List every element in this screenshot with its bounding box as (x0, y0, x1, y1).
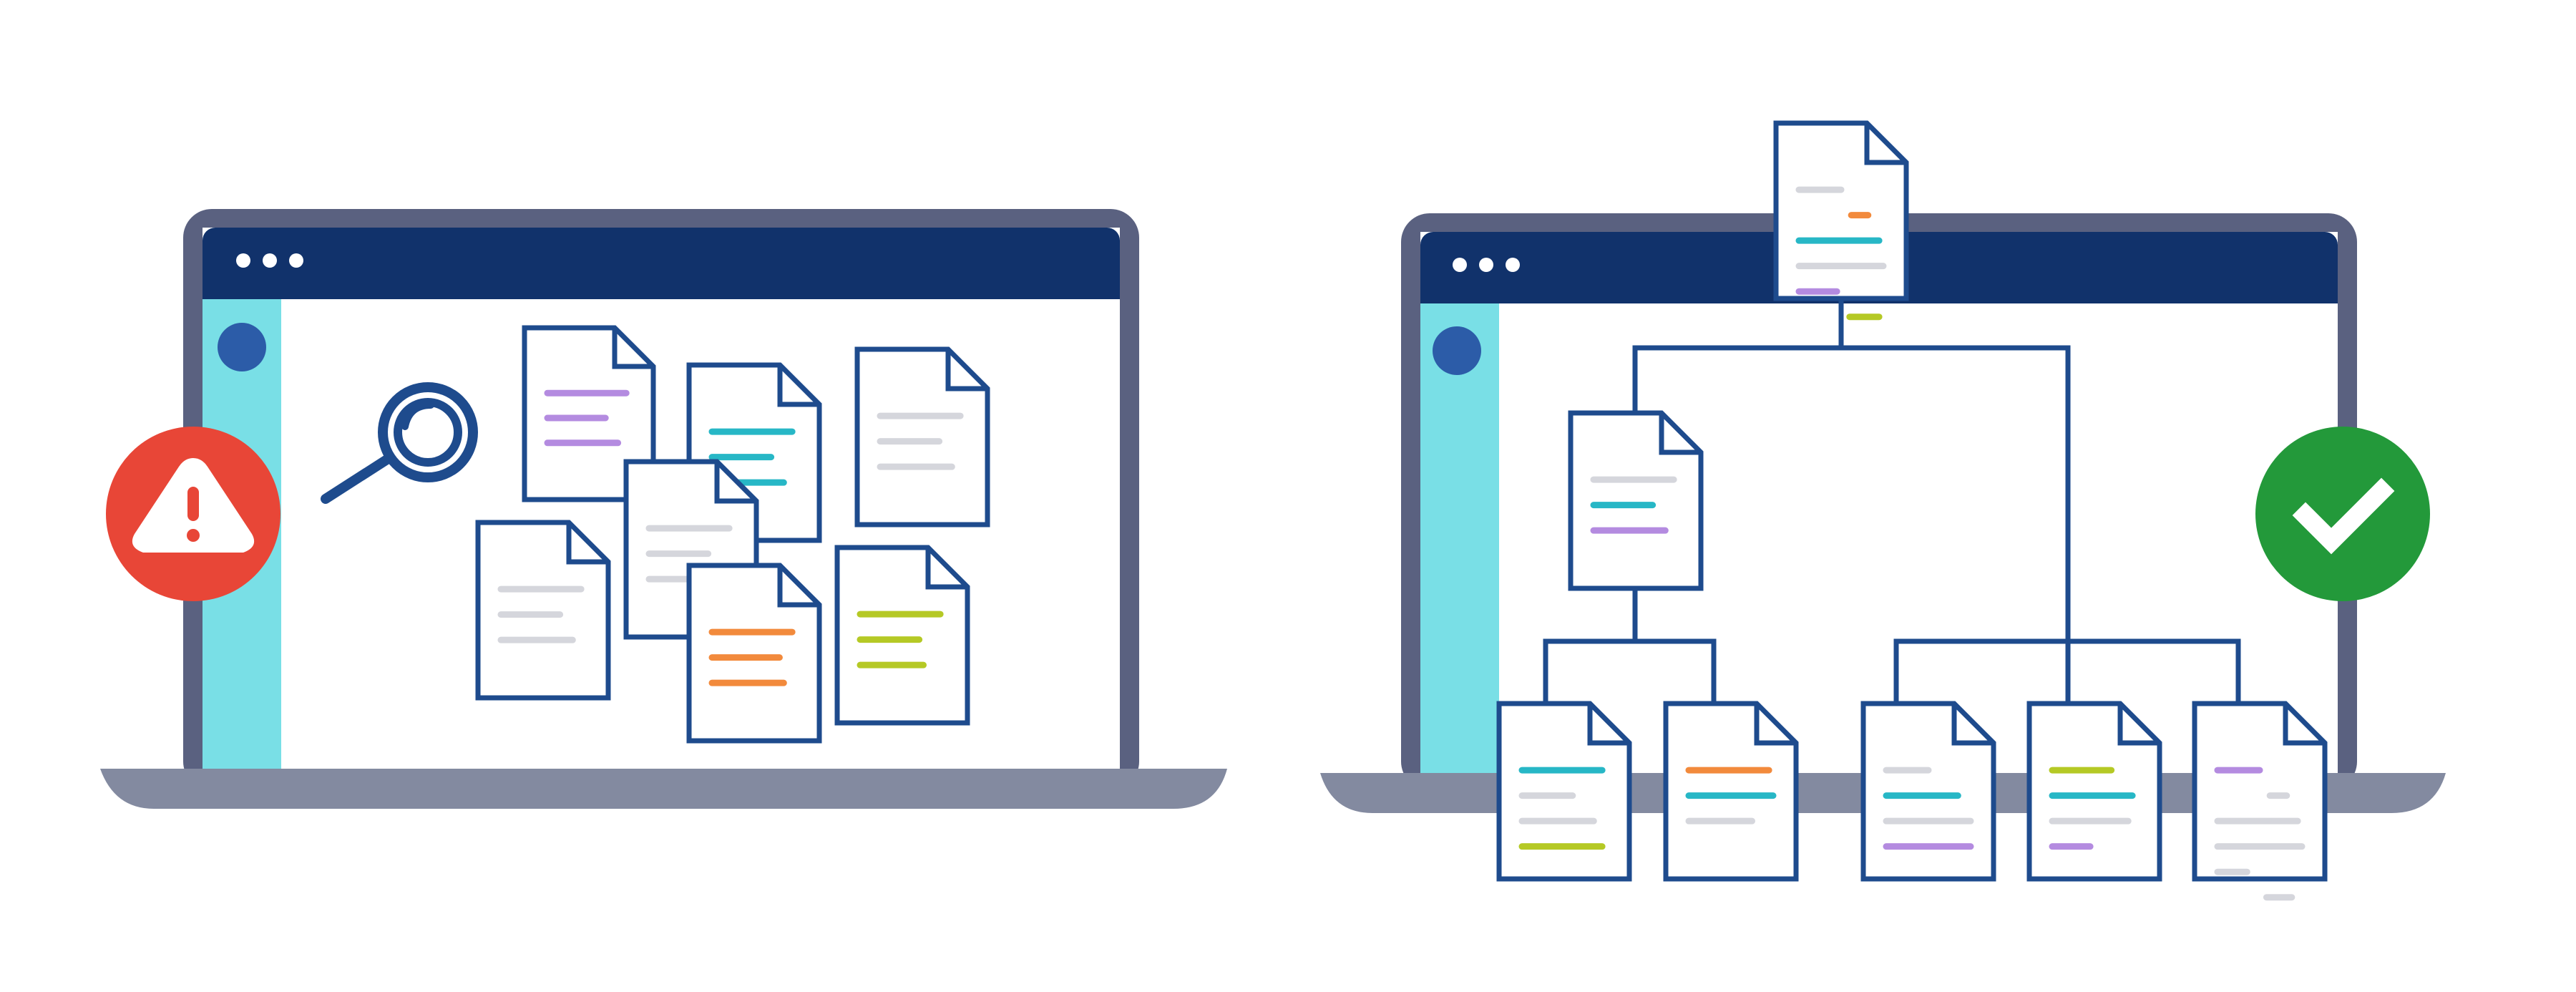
tree-connectors (1543, 298, 2241, 709)
warning-icon (106, 427, 280, 601)
laptop-left (100, 209, 1227, 809)
document-tree (1496, 120, 2328, 901)
root-document (1773, 120, 1909, 321)
document-6 (686, 563, 822, 744)
checkmark-icon (2255, 427, 2430, 601)
leaf-document-1 (1496, 701, 1632, 882)
sidebar-avatar-dot (1433, 326, 1481, 375)
scattered-documents (475, 325, 990, 744)
laptop-left-base (100, 769, 1227, 809)
leaf-document-3 (1860, 701, 1996, 882)
laptop-right (1320, 120, 2446, 901)
document-7 (834, 545, 970, 726)
leaf-document-5 (2192, 701, 2328, 901)
window-dot-1 (236, 253, 250, 268)
browser-window-right (1420, 232, 2338, 773)
window-dot-2 (1479, 258, 1493, 272)
sidebar-right (1420, 303, 1499, 773)
leaf-document-4 (2026, 701, 2162, 882)
document-4 (475, 520, 611, 701)
screen-right (1420, 232, 2338, 773)
window-dot-3 (289, 253, 303, 268)
document-1 (522, 325, 656, 502)
magnifier-icon (321, 382, 478, 504)
window-dot-2 (263, 253, 277, 268)
leaf-document-2 (1663, 701, 1799, 882)
sidebar-avatar-dot (218, 323, 266, 371)
window-dot-1 (1453, 258, 1467, 272)
branch-document (1568, 410, 1704, 591)
document-3 (854, 346, 990, 527)
window-dot-3 (1506, 258, 1520, 272)
